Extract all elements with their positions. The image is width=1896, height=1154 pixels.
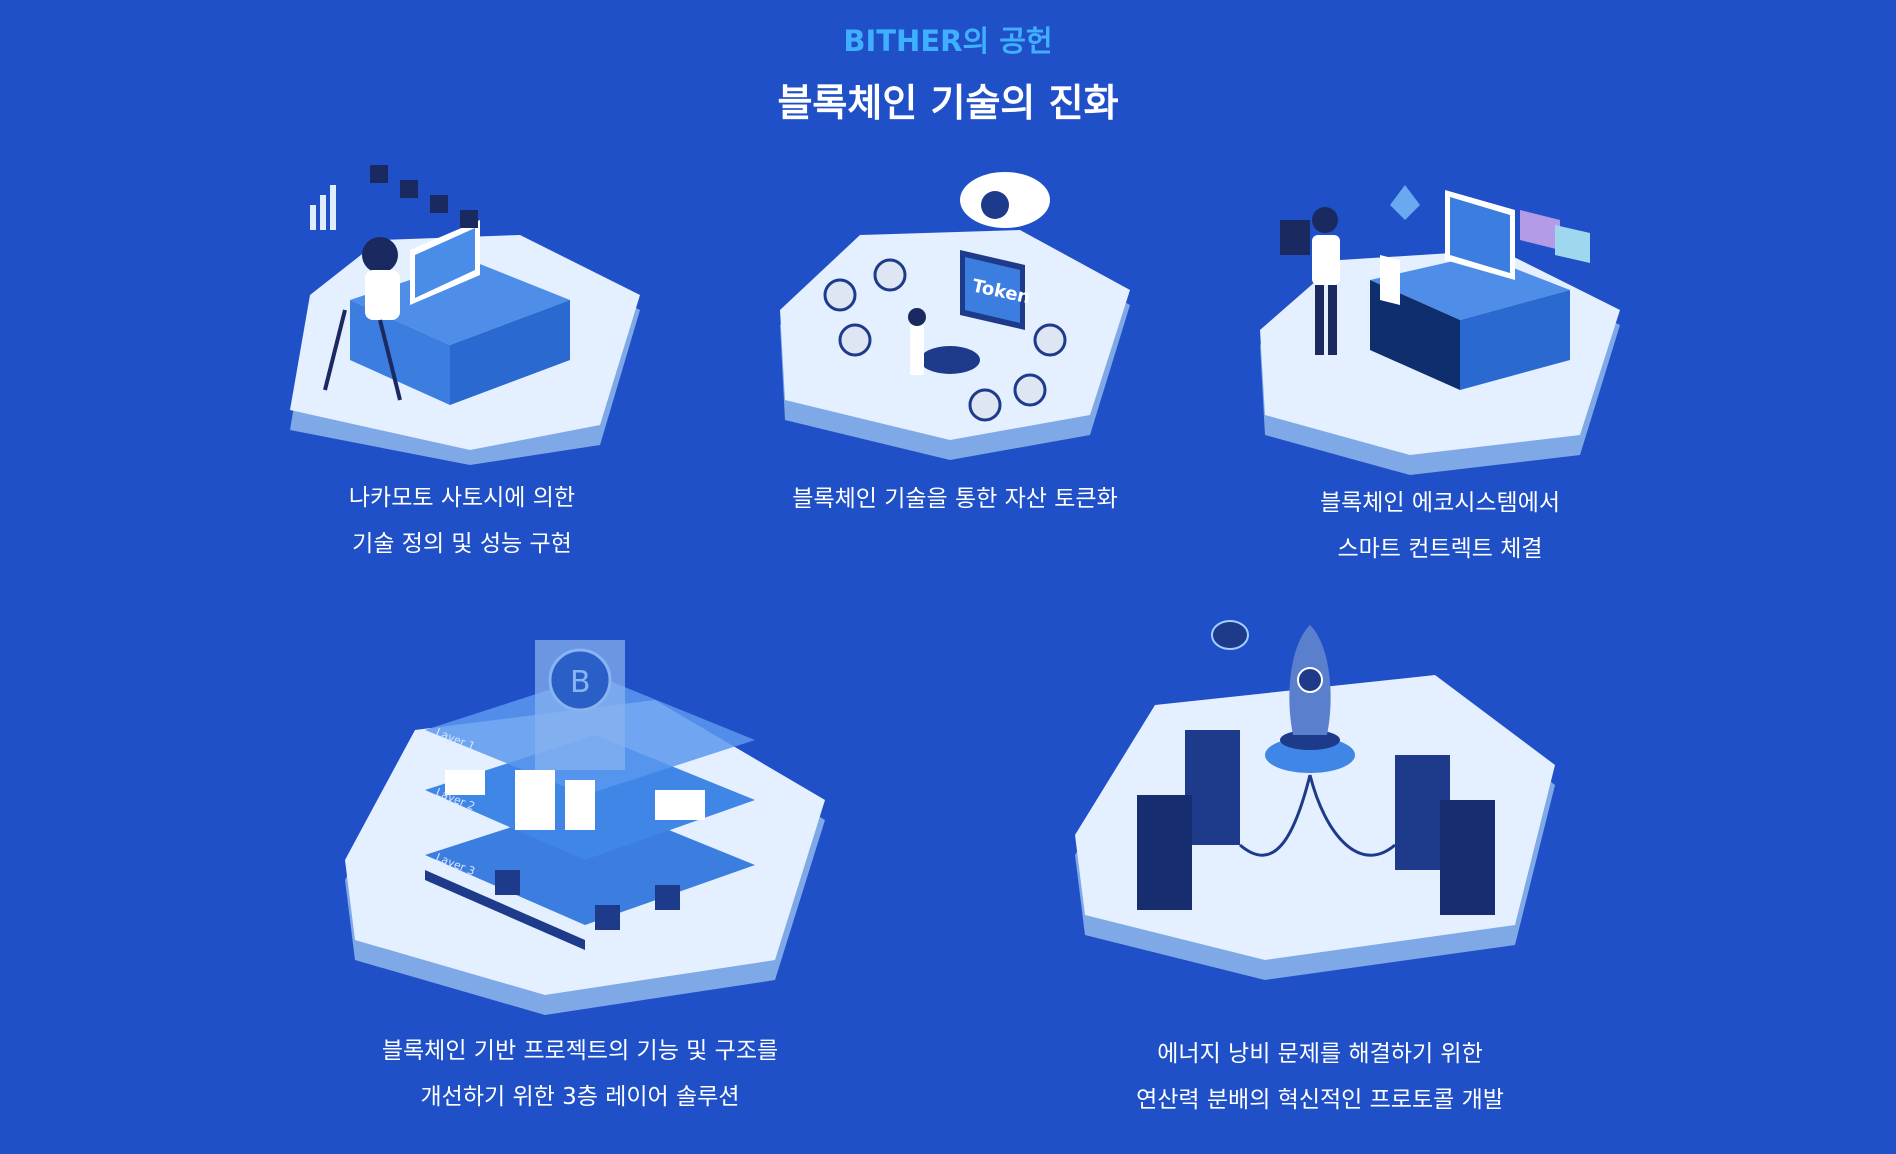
caption-line: 개선하기 위한 3층 레이어 솔루션	[420, 1084, 740, 1110]
section-eyebrow: BITHER의 공헌	[843, 24, 1053, 58]
developer-laptop-illustration	[290, 165, 640, 465]
three-layer-illustration: B Layer 1 Layer 2 Layer 3	[345, 640, 825, 1015]
rocket-servers-illustration	[1075, 620, 1555, 980]
feature-caption-4: 블록체인 기반 프로젝트의 기능 및 구조를 개선하기 위한 3층 레이어 솔루…	[330, 1028, 830, 1120]
section-title: 블록체인 기술의 진화	[777, 81, 1119, 125]
caption-line: 블록체인 기술을 통한 자산 토큰화	[792, 486, 1118, 512]
feature-caption-1: 나카모토 사토시에 의한 기술 정의 및 성능 구현	[262, 475, 662, 567]
svg-text:B: B	[570, 665, 591, 700]
caption-line: 나카모토 사토시에 의한	[348, 485, 576, 511]
feature-caption-2: 블록체인 기술을 통한 자산 토큰화	[745, 476, 1165, 522]
feature-caption-5: 에너지 낭비 문제를 해결하기 위한 연산력 분배의 혁신적인 프로토콜 개발	[1080, 1031, 1560, 1123]
feature-caption-3: 블록체인 에코시스템에서 스마트 컨트렉트 체결	[1240, 480, 1640, 572]
caption-line: 에너지 낭비 문제를 해결하기 위한	[1157, 1041, 1483, 1067]
section-header: BITHER의 공헌 블록체인 기술의 진화	[0, 18, 1896, 127]
caption-line: 블록체인 기반 프로젝트의 기능 및 구조를	[381, 1038, 779, 1064]
caption-line: 블록체인 에코시스템에서	[1319, 490, 1561, 516]
smart-contract-illustration	[1260, 185, 1620, 475]
token-network-illustration: Token	[780, 172, 1130, 460]
caption-line: 스마트 컨트렉트 체결	[1337, 536, 1543, 562]
caption-line: 연산력 분배의 혁신적인 프로토콜 개발	[1136, 1087, 1504, 1113]
caption-line: 기술 정의 및 성능 구현	[352, 531, 572, 557]
